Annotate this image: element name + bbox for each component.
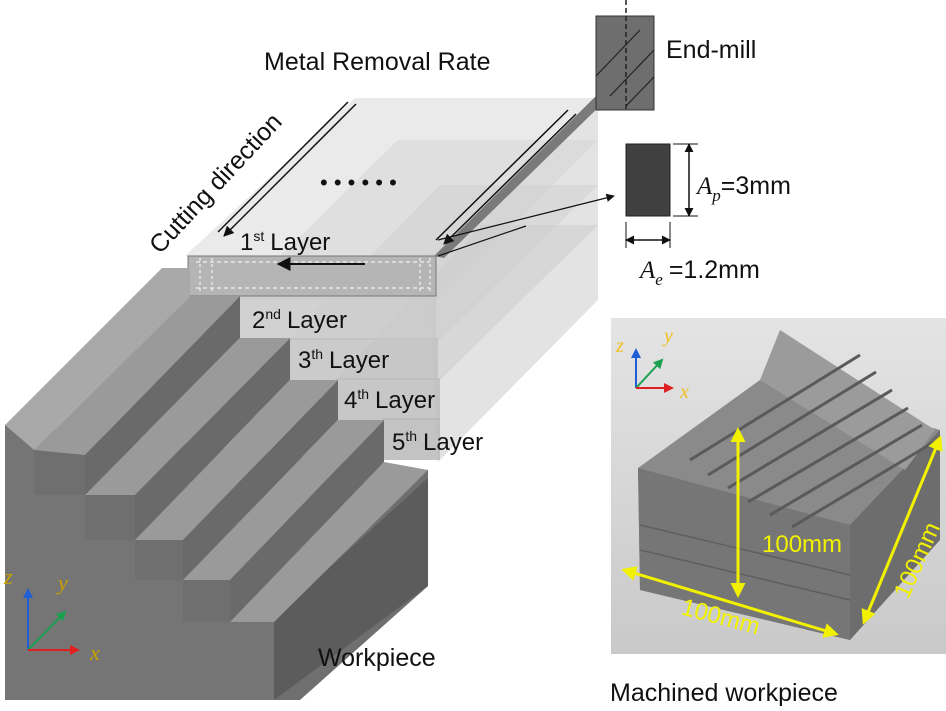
cutting-direction-arrow-right bbox=[443, 113, 577, 245]
ap-label: Ap=3mm bbox=[695, 172, 791, 205]
ellipsis-dots: • • • • • • bbox=[320, 170, 397, 195]
end-mill-label: End-mill bbox=[666, 36, 756, 64]
photo-axis-y-label: y bbox=[662, 325, 673, 347]
axis-y-label: y bbox=[56, 570, 68, 595]
axes-main: z y x bbox=[3, 564, 100, 665]
cutting-direction-line-2 bbox=[435, 109, 569, 241]
workpiece-staircase bbox=[5, 268, 428, 700]
machined-workpiece-photo bbox=[611, 318, 946, 654]
photo-dim-height: 100mm bbox=[762, 531, 842, 558]
workpiece-label: Workpiece bbox=[318, 644, 436, 672]
callout-line-upper bbox=[437, 193, 615, 241]
end-mill-tool bbox=[595, 0, 655, 112]
cutting-direction-arrow-left bbox=[223, 103, 357, 237]
photo-axis-z-label: z bbox=[615, 335, 624, 357]
callout-line-lower bbox=[437, 225, 527, 257]
axis-x-label: x bbox=[89, 640, 100, 665]
machined-workpiece-caption: Machined workpiece bbox=[610, 679, 838, 707]
cut-cross-section bbox=[625, 143, 671, 217]
photo-axis-x-label: x bbox=[679, 381, 689, 403]
axis-z-label: z bbox=[3, 564, 13, 589]
tool-path-groove bbox=[434, 96, 606, 258]
ae-label: Ae=1.2mm bbox=[638, 256, 760, 289]
cutting-direction-line-1 bbox=[217, 101, 349, 233]
metal-removal-rate-label: Metal Removal Rate bbox=[264, 48, 490, 76]
removal-layers bbox=[185, 98, 598, 462]
photo-axes: z y x bbox=[615, 325, 689, 403]
